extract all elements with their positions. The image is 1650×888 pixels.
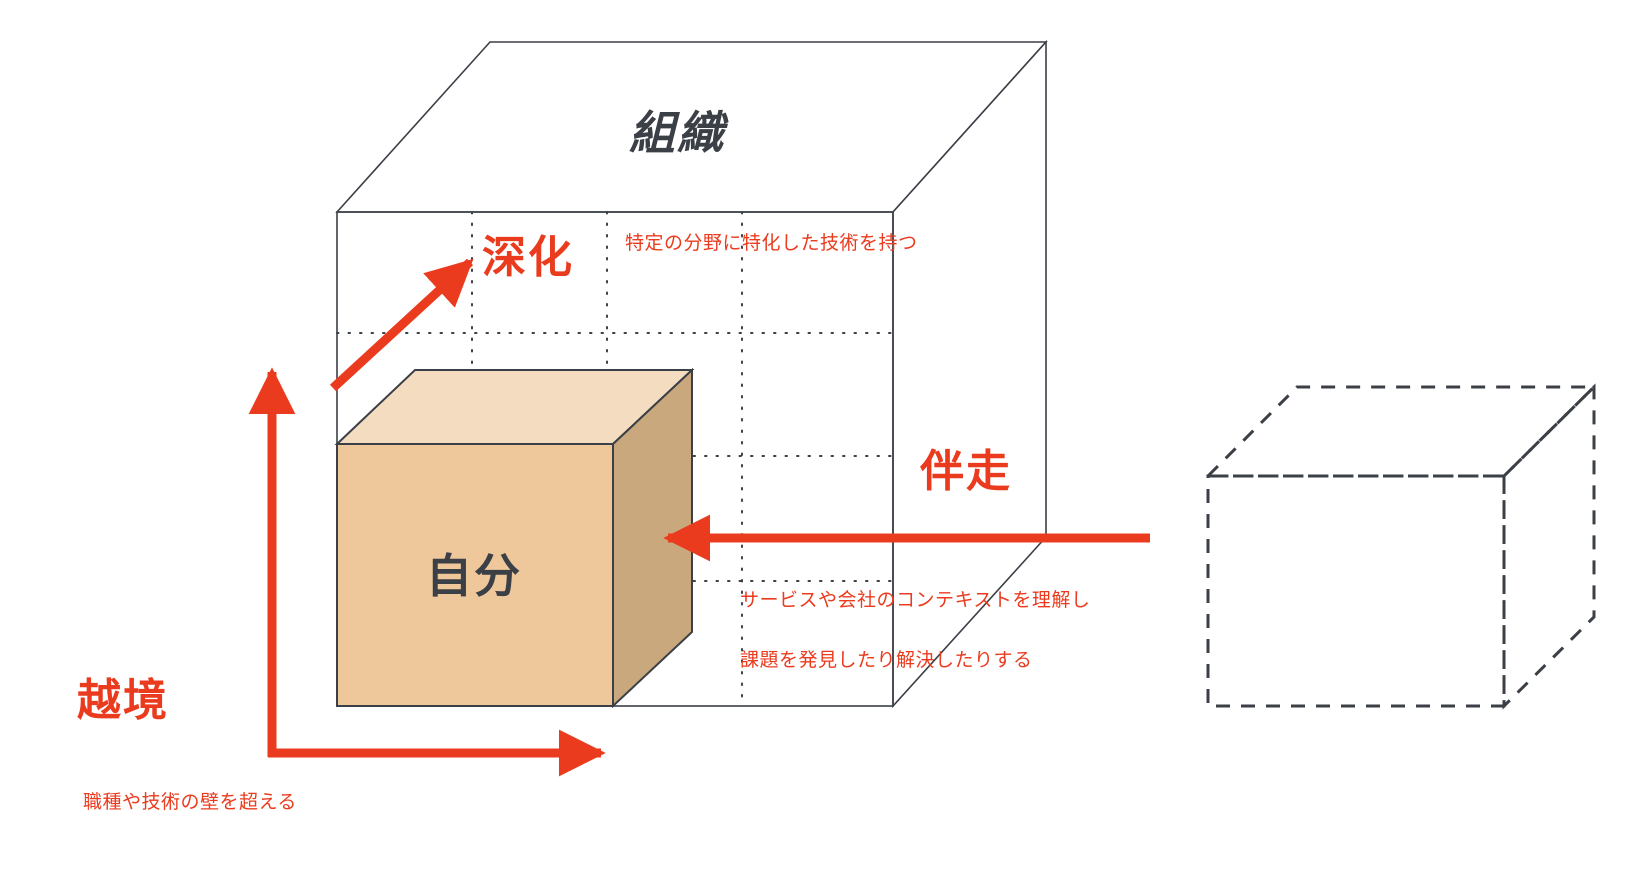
shinka-arrow (329, 258, 474, 392)
organization-label: 組織 (629, 106, 725, 160)
ekkyou-label: 越境 (77, 675, 169, 726)
bansou-label: 伴走 (920, 446, 1012, 497)
external-cube-right-face (1502, 383, 1596, 710)
self-cube (334, 367, 695, 709)
ekkyou-note: 職種や技術の壁を超える (83, 791, 297, 813)
bansou-note-line-2: 課題を発見したり解決したりする (740, 649, 1033, 671)
self-label: 自分 (426, 549, 522, 603)
external-cube-top-face (1204, 385, 1598, 478)
shinka-label: 深化 (482, 232, 574, 283)
self-cube-front-face (336, 443, 614, 707)
external-cube-front-face (1206, 474, 1506, 708)
external-cube (1204, 383, 1598, 710)
shinka-note: 特定の分野に特化した技術を持つ (625, 232, 918, 254)
bansou-note-line-1: サービスや会社のコンテキストを理解し (740, 589, 1091, 611)
